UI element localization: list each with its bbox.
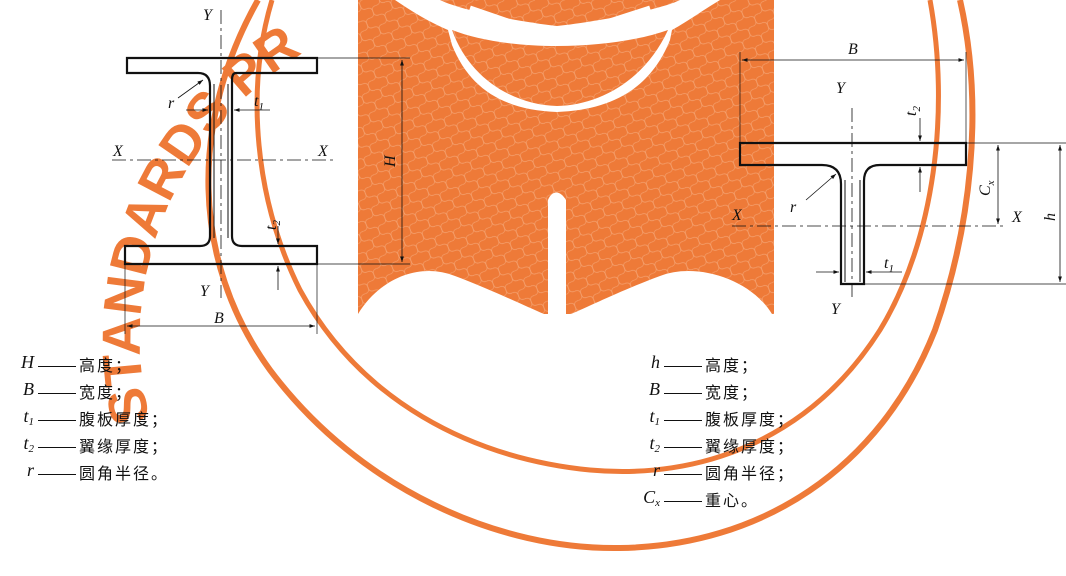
legend-row: t2 翼缘厚度；: [6, 433, 169, 460]
legend-right: h 高度； B 宽度； t1 腹板厚度； t2 翼缘厚度； r 圆角半径； Cx 重心。: [618, 352, 795, 514]
legend-description: 腹板厚度；: [79, 410, 170, 429]
legend-description: 高度；: [79, 356, 134, 375]
legend-symbol: h: [651, 352, 660, 372]
ibeam-label-y-top: Y: [203, 7, 214, 24]
tsection-label-y-top: Y: [836, 80, 847, 97]
legend-dash: [38, 447, 76, 448]
tsection-label-x-left: X: [731, 207, 743, 224]
legend-row: H 高度；: [6, 352, 169, 379]
legend-row: h 高度；: [618, 352, 795, 379]
watermark-ring: [205, 0, 976, 552]
ibeam-label-x-left: X: [112, 143, 124, 160]
tsection-inner-outline: [844, 180, 861, 282]
legend-symbol: t2: [23, 433, 34, 455]
legend-row: t1 腹板厚度；: [6, 406, 169, 433]
legend-symbol: r: [652, 460, 660, 480]
ibeam-label-t2: t2: [263, 220, 283, 230]
legend-left: H 高度； B 宽度； t1 腹板厚度； t2 翼缘厚度； r 圆角半径。: [6, 352, 169, 487]
legend-row: t2 翼缘厚度；: [618, 433, 795, 460]
ibeam-label-y-bottom: Y: [200, 283, 211, 300]
legend-description: 腹板厚度；: [705, 410, 796, 429]
ibeam-inner-outline: [213, 84, 229, 238]
tsection-label-x-right: X: [1011, 209, 1023, 226]
tsection-label-h: h: [1042, 213, 1059, 221]
ibeam-figure: [112, 10, 410, 334]
legend-description: 圆角半径。: [79, 464, 170, 483]
legend-symbol: B: [649, 379, 660, 399]
legend-description: 圆角半径；: [705, 464, 796, 483]
tsection-label-t2: t2: [903, 106, 923, 116]
legend-dash: [38, 366, 76, 367]
legend-dash: [664, 420, 702, 421]
tsection-label-y-bottom: Y: [831, 301, 842, 318]
legend-dash: [664, 501, 702, 502]
legend-symbol: Cx: [643, 487, 660, 509]
ibeam-labels: Y Y X X H B r t1 t2: [112, 7, 399, 327]
watermark-logo: [358, 0, 774, 314]
legend-symbol: B: [23, 379, 34, 399]
legend-row: B 宽度；: [618, 379, 795, 406]
legend-dash: [664, 366, 702, 367]
tsection-label-r: r: [790, 199, 797, 216]
ibeam-label-t1: t1: [254, 93, 264, 113]
legend-row: Cx 重心。: [618, 487, 795, 514]
legend-description: 翼缘厚度；: [705, 437, 796, 456]
legend-dash: [38, 420, 76, 421]
legend-row: B 宽度；: [6, 379, 169, 406]
legend-description: 高度；: [705, 356, 760, 375]
legend-symbol: t1: [649, 406, 660, 428]
tsection-figure: [732, 52, 1066, 300]
tsection-label-cx: Cx: [977, 180, 997, 196]
legend-symbol: t2: [649, 433, 660, 455]
legend-row: r 圆角半径；: [618, 460, 795, 487]
legend-description: 重心。: [705, 491, 760, 510]
legend-symbol: H: [21, 352, 34, 372]
legend-dash: [664, 474, 702, 475]
tsection-labels: B Y Y X X r t1 t2 Cx h: [731, 41, 1059, 318]
legend-dash: [664, 447, 702, 448]
ibeam-label-r: r: [168, 95, 175, 112]
ibeam-label-x-right: X: [317, 143, 329, 160]
ibeam-label-b: B: [214, 310, 224, 327]
legend-description: 翼缘厚度；: [79, 437, 170, 456]
legend-dash: [38, 393, 76, 394]
legend-description: 宽度；: [79, 383, 134, 402]
legend-description: 宽度；: [705, 383, 760, 402]
legend-symbol: r: [26, 460, 34, 480]
legend-symbol: t1: [23, 406, 34, 428]
ibeam-label-h: H: [382, 154, 399, 168]
legend-row: r 圆角半径。: [6, 460, 169, 487]
legend-dash: [38, 474, 76, 475]
tsection-label-b: B: [848, 41, 858, 58]
legend-row: t1 腹板厚度；: [618, 406, 795, 433]
tsection-label-t1: t1: [884, 255, 894, 275]
legend-dash: [664, 393, 702, 394]
